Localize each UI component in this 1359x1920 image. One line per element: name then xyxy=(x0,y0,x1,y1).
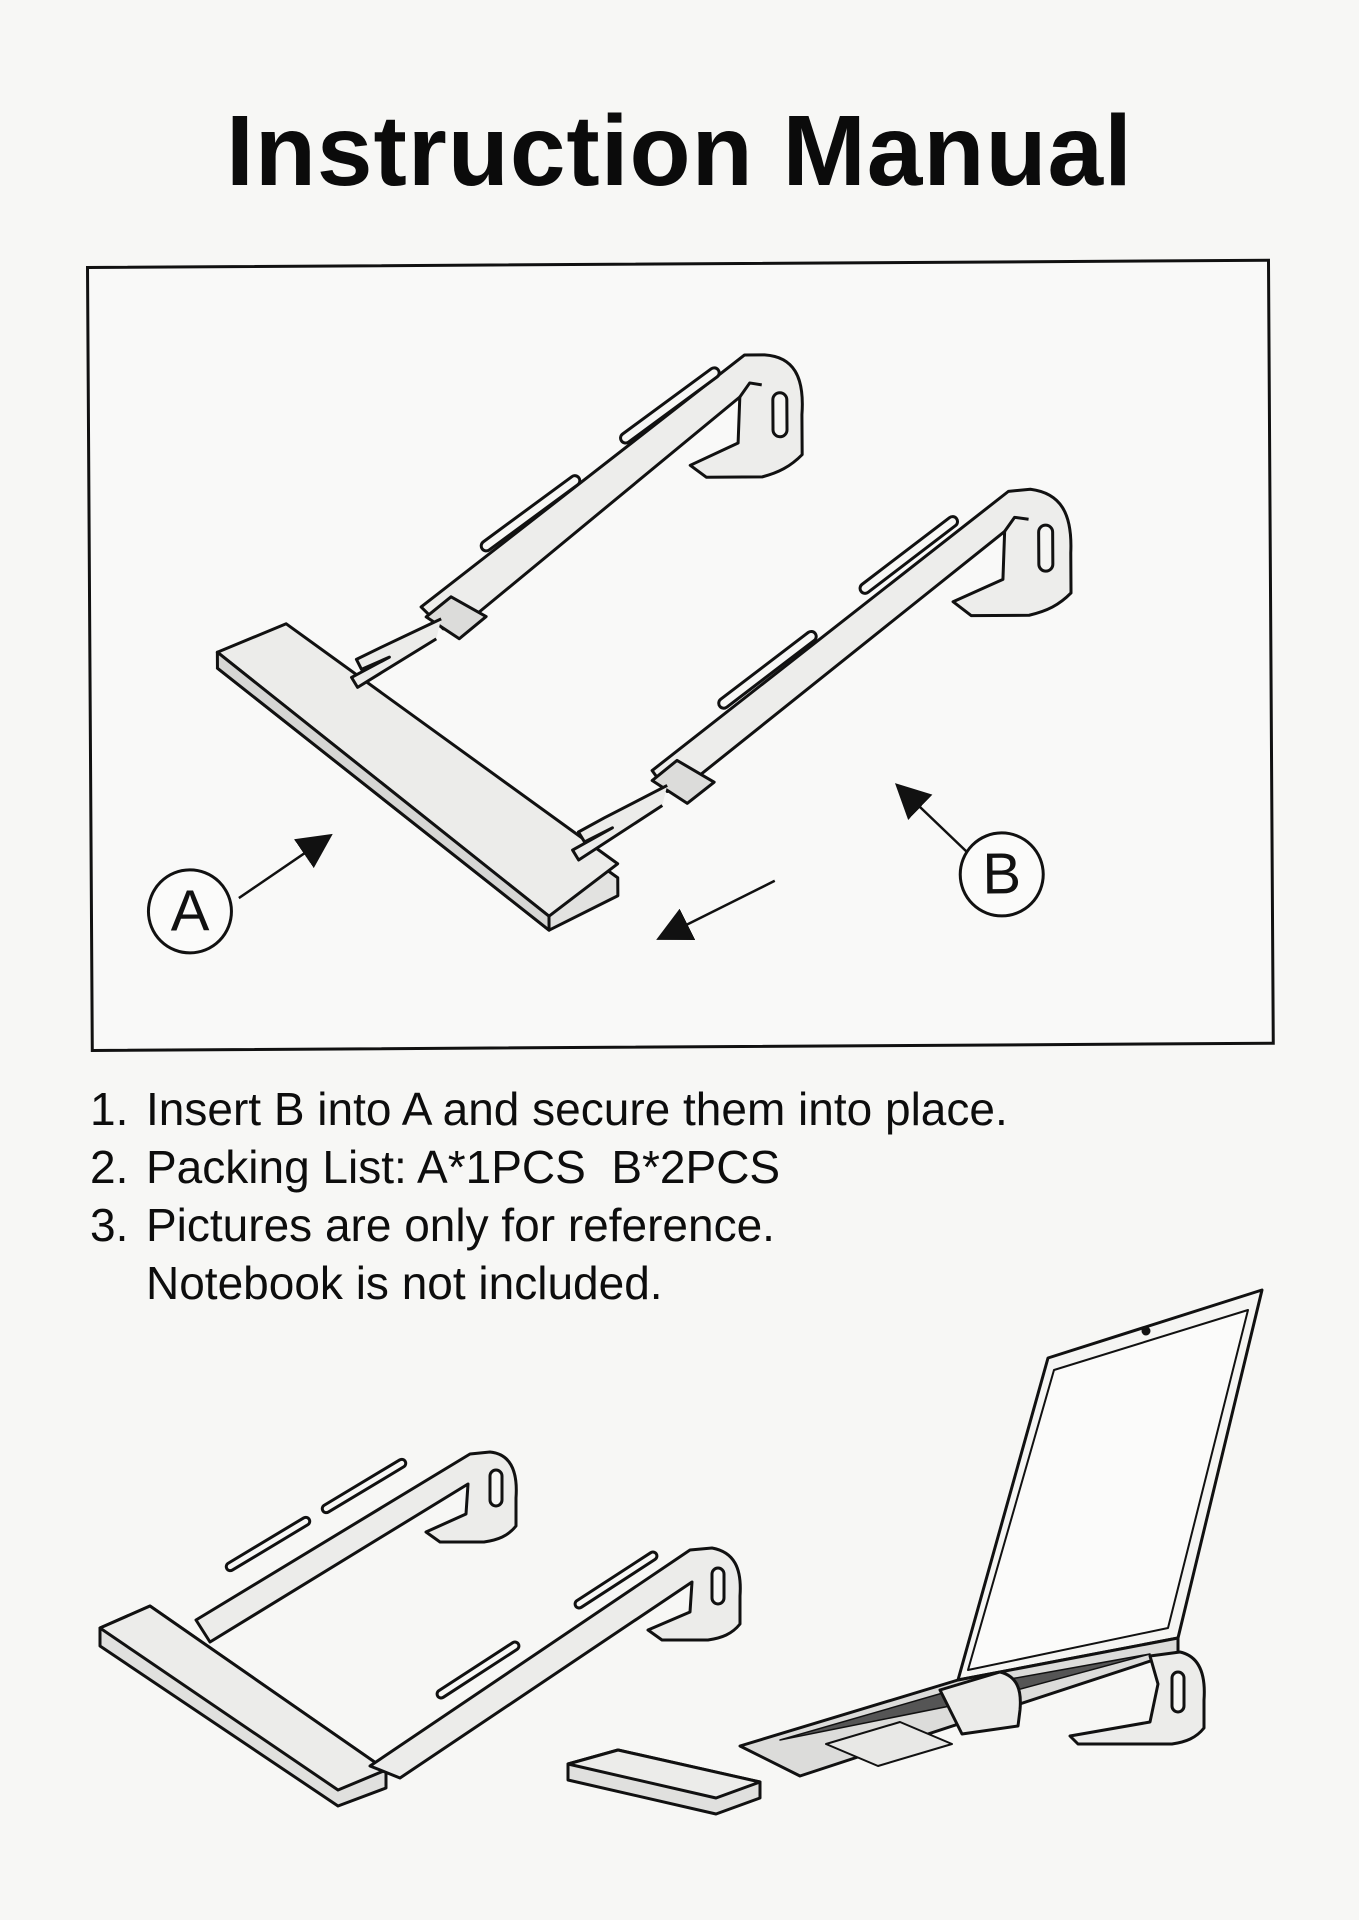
instruction-item: 2. Packing List: A*1PCS B*2PCS xyxy=(90,1138,1290,1196)
instruction-item: 1. Insert B into A and secure them into p… xyxy=(90,1080,1290,1138)
instruction-number: 2. xyxy=(90,1141,129,1193)
instruction-text: Pictures are only for reference. xyxy=(146,1199,775,1251)
instruction-text: Insert B into A and secure them into pla… xyxy=(146,1083,1008,1135)
part-b-front-arm-icon xyxy=(571,487,1073,862)
page-title: Instruction Manual xyxy=(226,95,1133,207)
instruction-text: Packing List: A*1PCS B*2PCS xyxy=(146,1141,781,1193)
instruction-item: 3. Pictures are only for reference. xyxy=(90,1196,1290,1254)
arrow-icon xyxy=(238,783,968,940)
laptop-stand-under-laptop-icon xyxy=(566,1650,1206,1816)
assembly-diagram: A B xyxy=(86,258,1275,1052)
label-b: B xyxy=(958,831,1045,918)
instruction-list: 1. Insert B into A and secure them into p… xyxy=(90,1080,1290,1312)
label-a: A xyxy=(146,868,234,955)
instruction-item: Notebook is not included. xyxy=(90,1254,1290,1312)
part-b-back-arm-icon xyxy=(350,353,804,689)
instruction-text: Notebook is not included. xyxy=(146,1257,663,1309)
part-a-base-icon xyxy=(215,622,620,932)
instruction-number: 1. xyxy=(90,1083,129,1135)
assembly-drawing xyxy=(215,353,1073,940)
instruction-number: 3. xyxy=(90,1199,129,1251)
laptop-stand-assembled-icon xyxy=(98,1450,742,1808)
assembled-stand-illustration xyxy=(98,1288,1264,1816)
